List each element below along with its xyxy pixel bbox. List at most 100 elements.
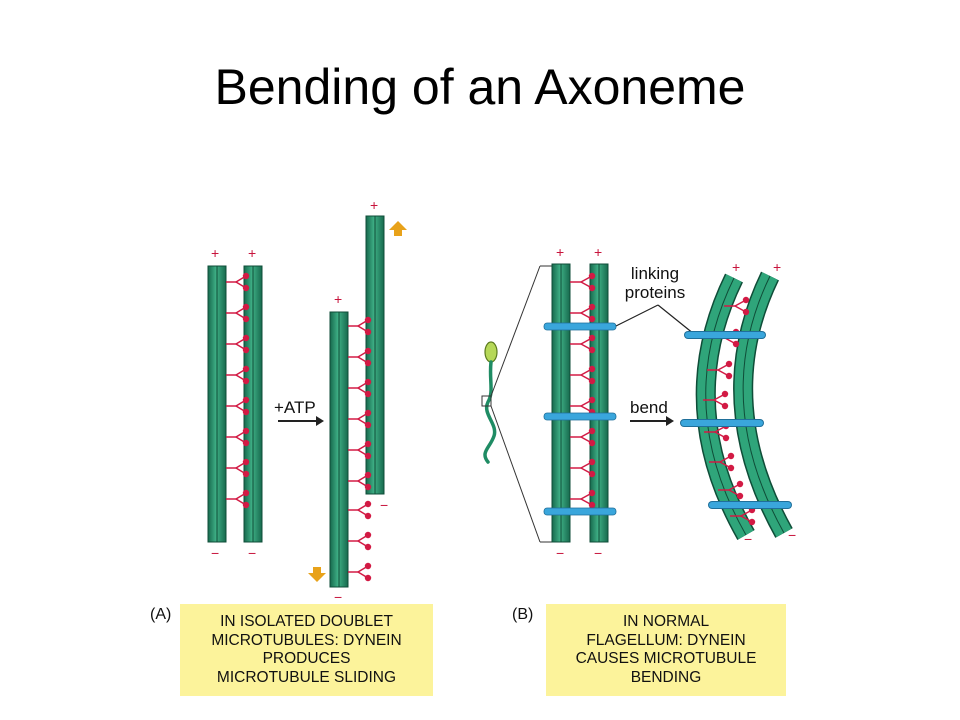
minus-end-sign: −: [594, 545, 603, 561]
dynein-arm: [588, 439, 596, 447]
dynein-arm: [364, 500, 372, 508]
linking-proteins-label: linking proteins: [624, 264, 686, 302]
atp-label: +ATP: [274, 398, 316, 417]
dynein-arm: [364, 512, 372, 520]
minus-end-sign: −: [248, 545, 257, 561]
dynein-arm: [588, 334, 596, 342]
dynein-arm: [725, 372, 733, 380]
dynein-arm: [364, 440, 372, 448]
dynein-arm: [742, 308, 750, 316]
dynein-arm: [242, 408, 250, 416]
plus-end-sign: +: [248, 245, 257, 261]
dynein-arm: [242, 501, 250, 509]
dynein-arms: [226, 272, 250, 509]
dynein-arm: [364, 483, 372, 491]
dynein-arm: [588, 284, 596, 292]
dynein-arm: [364, 328, 372, 336]
linking-protein: [543, 507, 617, 516]
plus-end-sign: +: [211, 245, 220, 261]
dynein-arm: [242, 284, 250, 292]
dynein-arm: [364, 421, 372, 429]
panel-b-bent-doublets: [680, 271, 793, 540]
dynein-arm: [588, 470, 596, 478]
dynein-arm: [727, 452, 735, 460]
dynein-arm: [588, 315, 596, 323]
dynein-arm: [742, 296, 750, 304]
dynein-arm: [242, 439, 250, 447]
dynein-arm: [242, 272, 250, 280]
down-arrow-icon: [308, 567, 326, 582]
dynein-arms: [570, 272, 596, 509]
dynein-arm: [242, 365, 250, 373]
slide-title: Bending of an Axoneme: [214, 59, 746, 115]
sperm-head-icon: [484, 341, 498, 363]
dynein-arm: [364, 531, 372, 539]
flagellum-tail: [483, 360, 497, 464]
dynein-arm: [242, 470, 250, 478]
panel-a-sliding-doublets: [308, 215, 407, 588]
plus-end-sign: +: [773, 259, 782, 275]
dynein-arms: [703, 296, 756, 526]
dynein-arm: [364, 378, 372, 386]
panel-a-caption-text: IN ISOLATED DOUBLET MICROTUBULES: DYNEIN…: [211, 613, 402, 686]
minus-end-sign: −: [334, 589, 343, 605]
dynein-arm: [588, 427, 596, 435]
dynein-arm: [364, 562, 372, 570]
dynein-arm: [725, 360, 733, 368]
dynein-arm: [588, 303, 596, 311]
dynein-arm: [736, 480, 744, 488]
dynein-arm: [748, 518, 756, 526]
dynein-arm: [242, 489, 250, 497]
panel-b-caption-text: IN NORMAL FLAGELLUM: DYNEIN CAUSES MICRO…: [575, 613, 757, 686]
plus-end-sign: +: [370, 197, 379, 213]
dynein-arm: [588, 272, 596, 280]
panel-b-caption: IN NORMAL FLAGELLUM: DYNEIN CAUSES MICRO…: [546, 604, 786, 696]
dynein-arm: [727, 464, 735, 472]
dynein-arm: [588, 458, 596, 466]
dynein-arm: [588, 396, 596, 404]
dynein-arm: [242, 334, 250, 342]
dynein-arm: [242, 315, 250, 323]
dynein-arm: [242, 377, 250, 385]
dynein-arm: [242, 346, 250, 354]
dynein-arm: [721, 390, 729, 398]
panel-a-initial-doublets: [207, 265, 263, 543]
dynein-arm: [588, 346, 596, 354]
dynein-arm: [364, 574, 372, 582]
bend-arrow: [630, 416, 674, 426]
minus-end-sign: −: [211, 545, 220, 561]
linking-protein: [543, 322, 617, 331]
dynein-arm: [722, 434, 730, 442]
plus-end-sign: +: [556, 244, 565, 260]
flagellum-organism: [481, 265, 552, 543]
panel-b-straight-doublets: [543, 263, 617, 543]
minus-end-sign: −: [556, 545, 565, 561]
dynein-arm: [588, 489, 596, 497]
dynein-arm: [364, 452, 372, 460]
dynein-arm: [242, 396, 250, 404]
minus-end-sign: −: [744, 531, 753, 547]
dynein-arm: [721, 402, 729, 410]
dynein-arm: [364, 390, 372, 398]
up-arrow-icon: [389, 221, 407, 236]
plus-end-sign: +: [334, 291, 343, 307]
dynein-arms: [348, 316, 372, 582]
dynein-arm: [364, 409, 372, 417]
dynein-arm: [588, 365, 596, 373]
minus-end-sign: −: [380, 497, 389, 513]
dynein-arm: [364, 471, 372, 479]
panel-b-label: (B): [512, 606, 534, 623]
plus-end-sign: +: [594, 244, 603, 260]
dynein-arm: [364, 359, 372, 367]
bend-label: bend: [630, 398, 668, 417]
minus-end-sign: −: [788, 527, 797, 543]
dynein-arm: [588, 501, 596, 509]
atp-arrow: [278, 416, 324, 426]
panel-a-caption: IN ISOLATED DOUBLET MICROTUBULES: DYNEIN…: [180, 604, 433, 696]
dynein-arm: [364, 316, 372, 324]
dynein-arm: [732, 340, 740, 348]
dynein-arm: [364, 543, 372, 551]
dynein-arm: [242, 303, 250, 311]
linking-protein: [543, 412, 617, 421]
